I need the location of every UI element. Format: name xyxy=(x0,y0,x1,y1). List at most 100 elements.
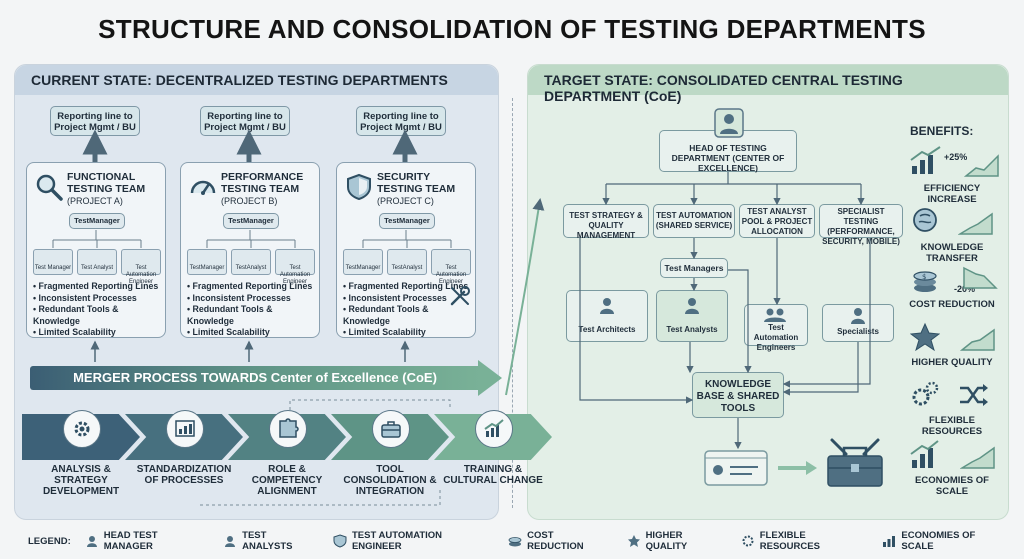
issue-list: Fragmented Reporting Lines Inconsistent … xyxy=(343,281,473,339)
issue-item: Redundant Tools & Knowledge xyxy=(33,304,163,327)
magnifier-icon xyxy=(36,174,63,201)
issue-item: Inconsistent Processes xyxy=(33,293,163,305)
issue-item: Limited Scalability xyxy=(343,327,473,339)
shield-icon xyxy=(347,173,371,201)
coins-icon xyxy=(508,537,522,547)
branch-automation: TEST AUTOMATION (SHARED SERVICE) xyxy=(653,204,735,238)
team-card-security: SECURITY TESTING TEAM(PROJECT C) TestMan… xyxy=(336,162,476,338)
chart-icon xyxy=(958,212,993,235)
legend-item: COST REDUCTION xyxy=(508,530,612,552)
legend-item: HIGHER QUALITY xyxy=(627,530,727,552)
issue-item: Fragmented Reporting Lines xyxy=(343,281,473,293)
shuffle-icon xyxy=(960,384,988,406)
benefit-cost: COST REDUCTION xyxy=(909,299,995,310)
team-manager-box: TestManager xyxy=(223,213,279,229)
chart-down-icon xyxy=(963,266,998,289)
issue-item: Fragmented Reporting Lines xyxy=(187,281,317,293)
growth-icon xyxy=(910,440,939,468)
issue-item: Redundant Tools & Knowledge xyxy=(343,304,473,327)
role-test-analyst: Test Analyst xyxy=(77,249,117,275)
role-test-automation: Test Automation Engineer xyxy=(121,249,161,285)
legend-item: TEST AUTOMATION ENGINEER xyxy=(333,530,494,552)
benefit-economies: ECONOMIES OF SCALE xyxy=(915,475,989,497)
gears-icon xyxy=(912,381,939,406)
issue-item: Redundant Tools & Knowledge xyxy=(187,304,317,327)
role-test-manager: TestManager xyxy=(187,249,227,275)
issue-item: Fragmented Reporting Lines xyxy=(33,281,163,293)
benefit-stat: -20% xyxy=(954,284,976,294)
brain-icon xyxy=(913,208,937,232)
role-test-automation: Test Automation Engineer xyxy=(275,249,315,285)
legend-item: HEAD TEST MANAGER xyxy=(85,530,209,552)
issue-item: Inconsistent Processes xyxy=(343,293,473,305)
chart-icon xyxy=(964,154,999,177)
merger-arrow-head xyxy=(478,360,502,396)
step-label-1: ANALYSIS & STRATEGY DEVELOPMENT xyxy=(42,464,120,497)
toolbox-icon xyxy=(372,410,410,448)
role-test-manager: Test Manager xyxy=(33,249,73,275)
role-test-analyst: TestAnalyst xyxy=(231,249,271,275)
coins-icon: $ xyxy=(913,271,937,292)
report-line-b: Reporting line to Project Mgmt / BU xyxy=(200,106,290,136)
benefit-knowledge: KNOWLEDGE TRANSFER xyxy=(920,242,984,264)
page-title: STRUCTURE AND CONSOLIDATION OF TESTING D… xyxy=(98,14,926,44)
issue-list: Fragmented Reporting Lines Inconsistent … xyxy=(33,281,163,339)
legend: LEGEND: HEAD TEST MANAGER TEST ANALYSTS … xyxy=(0,528,1024,554)
chart-icon xyxy=(960,446,995,469)
knowledge-base-box: KNOWLEDGE BASE & SHARED TOOLS xyxy=(692,372,784,418)
person-icon xyxy=(714,108,744,138)
step-label-4: TOOL CONSOLIDATION & INTEGRATION xyxy=(343,464,437,497)
growth-icon xyxy=(883,536,896,547)
branch-strategy: TEST STRATEGY & QUALITY MANAGEMENT xyxy=(563,204,649,240)
issue-list: Fragmented Reporting Lines Inconsistent … xyxy=(187,281,317,339)
issue-item: Limited Scalability xyxy=(187,327,317,339)
growth-icon xyxy=(475,410,513,448)
person-icon xyxy=(225,536,236,547)
panel-divider xyxy=(512,98,513,508)
role-test-analyst: TestAnalyst xyxy=(387,249,427,275)
benefit-quality: HIGHER QUALITY xyxy=(911,357,993,368)
benefit-stat: +25% xyxy=(944,152,968,162)
star-icon xyxy=(910,322,940,352)
step-label-2: STANDARDIZATION OF PROCESSES xyxy=(136,464,232,486)
current-state-header: CURRENT STATE: DECENTRALIZED TESTING DEP… xyxy=(15,65,498,95)
benefit-efficiency: EFFICIENCY INCREASE xyxy=(923,183,981,205)
branch-analyst-pool: TEST ANALYST POOL & PROJECT ALLOCATION xyxy=(739,204,815,238)
shield-icon xyxy=(333,534,347,548)
growth-icon xyxy=(910,146,941,174)
star-icon xyxy=(627,535,640,547)
branch-specialist: SPECIALIST TESTING (PERFORMANCE, SECURIT… xyxy=(819,204,903,246)
chart-icon xyxy=(166,410,204,448)
wrench-icon xyxy=(450,286,470,306)
gears-icon xyxy=(63,410,101,448)
team-card-functional: FUNCTIONAL TESTING TEAM(PROJECT A) TestM… xyxy=(26,162,166,338)
merger-process-bar: MERGER PROCESS TOWARDS Center of Excelle… xyxy=(30,366,480,390)
step-label-3: ROLE & COMPETENCY ALIGNMENT xyxy=(251,464,323,497)
legend-title: LEGEND: xyxy=(28,535,71,547)
puzzle-icon xyxy=(269,410,307,448)
legend-item: ECONOMIES OF SCALE xyxy=(882,530,1010,552)
issue-item: Inconsistent Processes xyxy=(187,293,317,305)
arrow-right-icon xyxy=(778,461,817,475)
svg-text:$: $ xyxy=(922,273,926,281)
chart-icon xyxy=(960,328,995,351)
target-state-header: TARGET STATE: CONSOLIDATED CENTRAL TESTI… xyxy=(528,65,1008,104)
team-manager-box: TestManager xyxy=(379,213,435,229)
legend-item: TEST ANALYSTS xyxy=(223,530,319,552)
benefit-flexible: FLEXIBLE RESOURCES xyxy=(921,415,983,437)
speedometer-icon xyxy=(190,180,216,195)
team-title: SECURITY TESTING TEAM(PROJECT C) xyxy=(377,171,456,206)
toolbox-icon xyxy=(827,438,883,487)
team-title: PERFORMANCE TESTING TEAM(PROJECT B) xyxy=(221,171,304,206)
team-manager-box: TestManager xyxy=(69,213,125,229)
gears-icon xyxy=(742,535,754,547)
person-icon xyxy=(86,536,97,547)
id-card-icon xyxy=(704,450,768,486)
benefits-title: BENEFITS: xyxy=(910,124,974,138)
issue-item: Limited Scalability xyxy=(33,327,163,339)
step-label-5: TRAINING & CULTURAL CHANGE xyxy=(443,464,543,486)
role-test-manager: TestManager xyxy=(343,249,383,275)
legend-item: FLEXIBLE RESOURCES xyxy=(741,530,869,552)
team-title: FUNCTIONAL TESTING TEAM(PROJECT A) xyxy=(67,171,146,206)
